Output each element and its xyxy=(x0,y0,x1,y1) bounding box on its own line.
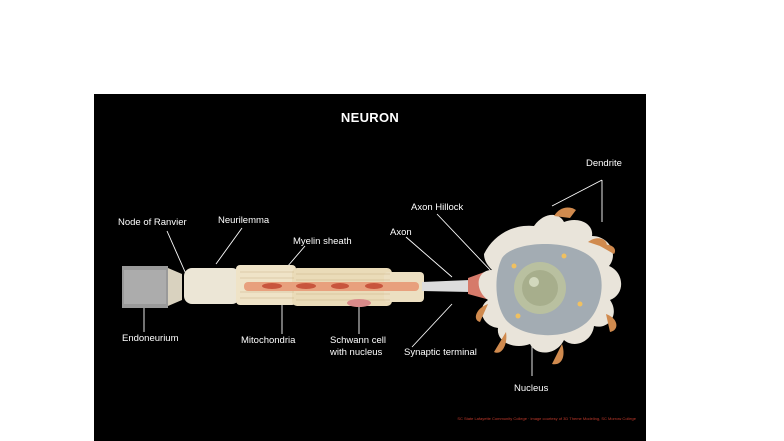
neuron-slide: NEURON xyxy=(94,94,646,441)
mitochondrion xyxy=(331,283,349,289)
neurilemma-segment xyxy=(184,268,240,304)
label-mitochondria: Mitochondria xyxy=(241,335,296,346)
dendrite-tip xyxy=(554,207,576,218)
mitochondrion xyxy=(296,283,316,289)
image-credit: SC State Lafayette Community College · i… xyxy=(457,416,636,421)
label-axon-hillock: Axon Hillock xyxy=(411,202,464,213)
leader-axon-hillock xyxy=(436,213,493,273)
dendrite-tip xyxy=(552,344,564,365)
leader-neurilemma xyxy=(215,227,243,265)
schwann-nucleus xyxy=(347,299,371,307)
label-endoneurium: Endoneurium xyxy=(122,333,179,344)
diagram-title: NEURON xyxy=(340,110,400,125)
label-dendrite: Dendrite xyxy=(586,158,622,169)
leader-synaptic-terminal xyxy=(411,303,453,348)
leader-myelin-sheath xyxy=(286,245,306,268)
dendrite-tip xyxy=(600,244,616,254)
label-axon: Axon xyxy=(390,227,412,238)
axon-group xyxy=(122,265,490,308)
label-synaptic-terminal: Synaptic terminal xyxy=(404,347,477,358)
mitochondrion xyxy=(365,283,383,289)
leader-dendrite xyxy=(551,179,603,222)
label-nucleus: Nucleus xyxy=(514,383,549,394)
leader-node-of-ranvier xyxy=(166,230,187,275)
leader-axon xyxy=(405,236,453,278)
label-neurilemma: Neurilemma xyxy=(218,215,270,226)
dendrite-tip xyxy=(494,332,507,353)
cell-body-group xyxy=(475,207,622,365)
dendrite-tip xyxy=(606,314,617,332)
node-of-ranvier-cap xyxy=(168,268,182,306)
neuron-illustration xyxy=(122,179,622,376)
label-node-of-ranvier: Node of Ranvier xyxy=(118,217,187,228)
label-schwann-cell: Schwann cell with nucleus xyxy=(330,335,386,358)
mitochondrion xyxy=(262,283,282,289)
axon-segment xyxy=(422,280,470,292)
label-myelin-sheath: Myelin sheath xyxy=(293,236,352,247)
dendrite-tip xyxy=(475,304,488,322)
